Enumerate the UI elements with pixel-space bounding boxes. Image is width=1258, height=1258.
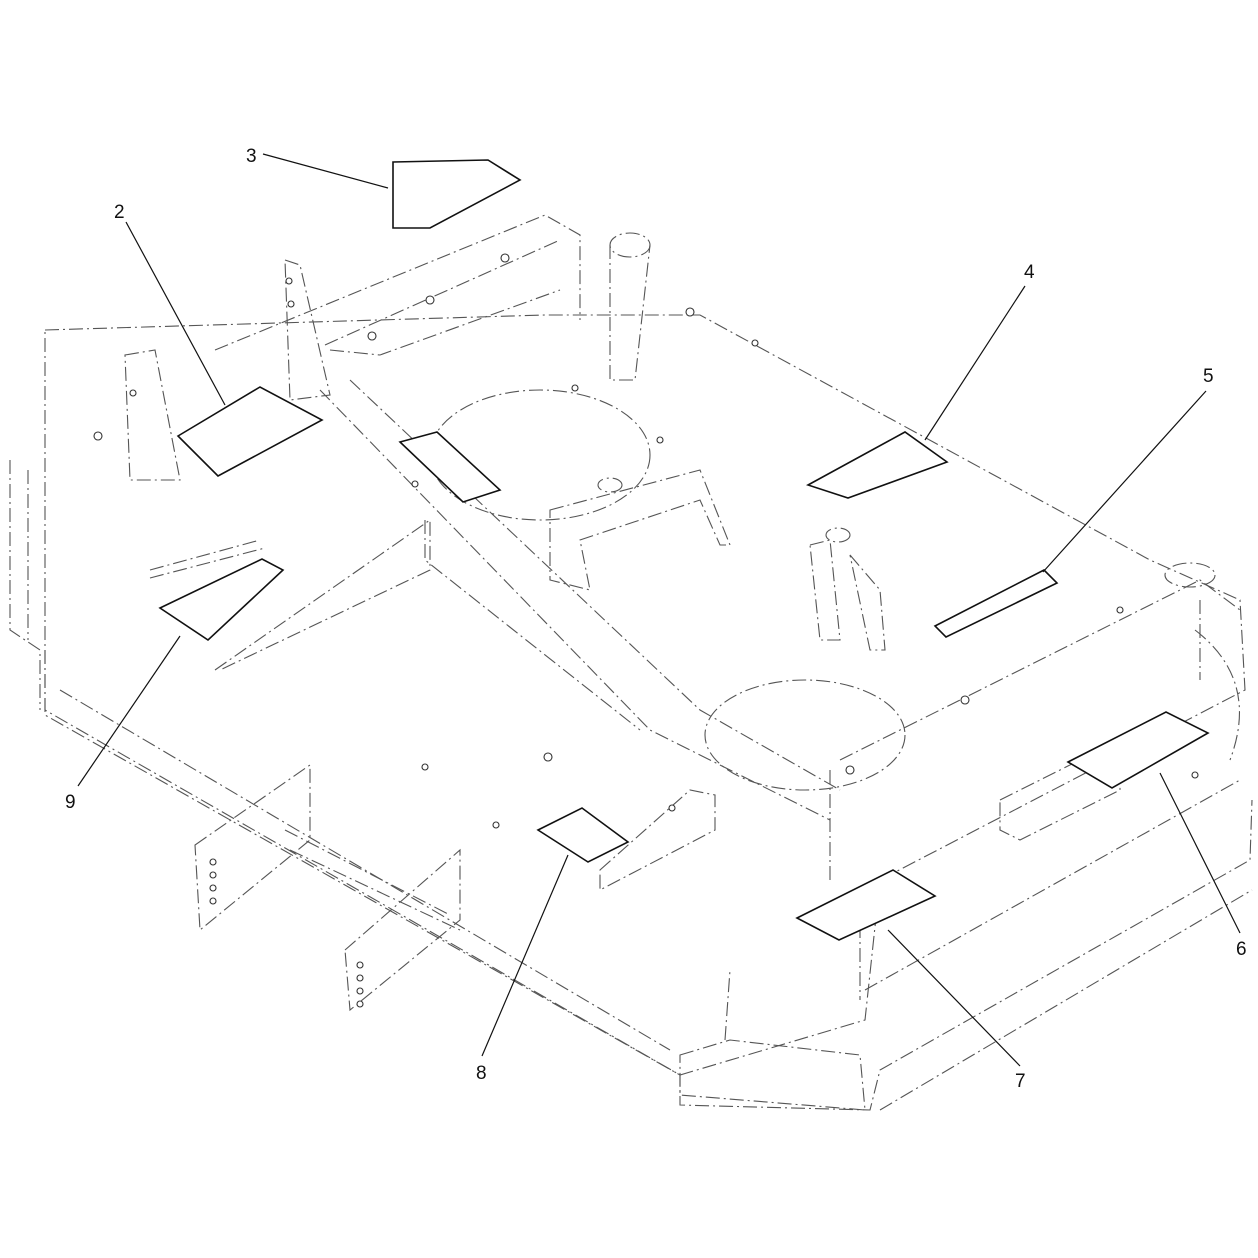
leader-2 <box>125 221 226 406</box>
leader-lines <box>77 153 1241 1067</box>
callout-labels: 2 3 4 5 6 7 8 9 <box>65 146 1247 1092</box>
callout-9: 9 <box>65 792 76 813</box>
decals <box>158 159 1210 941</box>
decal-4 <box>805 431 949 499</box>
decal-center-rear <box>398 431 502 503</box>
decal-6 <box>1066 711 1210 789</box>
decal-8 <box>536 807 630 863</box>
decal-5 <box>933 569 1059 638</box>
callout-6: 6 <box>1236 939 1247 960</box>
callout-3: 3 <box>246 146 257 167</box>
leader-8 <box>481 854 569 1057</box>
callout-2: 2 <box>114 202 125 223</box>
callout-8: 8 <box>476 1063 487 1084</box>
decal-3 <box>392 159 522 229</box>
leader-4 <box>924 285 1026 441</box>
deck-outline <box>9 214 1253 1111</box>
leader-5 <box>1042 390 1207 573</box>
leader-6 <box>1159 772 1241 934</box>
deck-holes <box>93 253 1199 1008</box>
callout-5: 5 <box>1203 366 1214 387</box>
callout-7: 7 <box>1015 1071 1026 1092</box>
decal-2 <box>176 386 324 477</box>
leader-3 <box>262 153 389 189</box>
leader-7 <box>887 929 1021 1067</box>
decal-7 <box>795 869 937 941</box>
callout-4: 4 <box>1024 262 1035 283</box>
decal-9 <box>158 558 285 642</box>
leader-9 <box>77 635 181 787</box>
